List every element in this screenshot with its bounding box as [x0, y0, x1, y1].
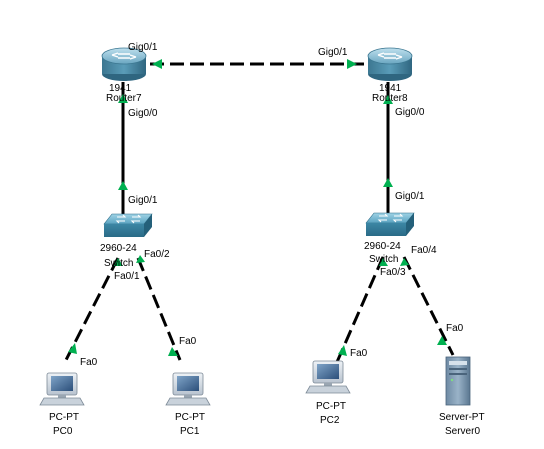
- router8-model: 1941: [379, 83, 402, 94]
- switch-left-model: 2960-24: [100, 243, 137, 254]
- pc0-model: PC-PT: [49, 412, 79, 423]
- port-label-router8-gig00: Gig0/0: [395, 107, 425, 118]
- port-label-switch-left-fa01: Fa0/1: [114, 271, 140, 282]
- port-label-pc1-fa0: Fa0: [179, 336, 197, 347]
- pc-icon: [39, 372, 85, 406]
- port-label-router7-gig01: Gig0/1: [128, 42, 158, 53]
- cable-switch-right-server0[interactable]: [402, 256, 455, 356]
- pc0[interactable]: PC-PT PC0: [39, 372, 85, 437]
- pc0-name: PC0: [53, 426, 73, 437]
- link-status-indicators: [68, 59, 447, 356]
- switch-right[interactable]: 2960-24 Switch: [364, 212, 415, 265]
- port-label-switch-left-gig01: Gig0/1: [128, 195, 158, 206]
- link-up-arrow: [118, 94, 128, 103]
- link-up-arrow: [118, 181, 128, 190]
- port-label-switch-right-gig01: Gig0/1: [395, 191, 425, 202]
- router7[interactable]: 1941 Router7: [101, 47, 147, 104]
- link-up-arrow: [400, 258, 409, 266]
- switch-right-model: 2960-24: [364, 241, 401, 252]
- switch-icon: [365, 212, 415, 236]
- router8-name: Router8: [372, 93, 408, 104]
- pc-icon: [165, 372, 211, 406]
- server0[interactable]: Server-PT Server0: [439, 356, 485, 437]
- port-label-router8-gig01: Gig0/1: [318, 47, 348, 58]
- port-label-switch-right-fa04: Fa0/4: [411, 245, 437, 256]
- router-icon: [367, 47, 413, 81]
- pc1-model: PC-PT: [175, 412, 205, 423]
- pc2-name: PC2: [320, 415, 340, 426]
- port-label-router7-gig00: Gig0/0: [128, 108, 158, 119]
- pc2[interactable]: PC-PT PC2: [305, 360, 351, 426]
- server-icon: [445, 356, 471, 406]
- link-up-arrow: [379, 258, 388, 266]
- port-label-pc0-fa0: Fa0: [80, 357, 98, 368]
- port-label-switch-right-fa03: Fa0/3: [380, 267, 406, 278]
- link-up-arrow: [168, 347, 178, 356]
- link-up-arrow: [136, 255, 145, 263]
- cable-switch-left-pc1[interactable]: [136, 257, 182, 361]
- link-up-arrow: [437, 336, 447, 345]
- pc-icon: [305, 360, 351, 394]
- link-up-arrow: [114, 258, 123, 266]
- router-icon: [101, 47, 147, 81]
- switch-right-name: Switch: [369, 254, 398, 265]
- pc2-model: PC-PT: [316, 401, 346, 412]
- pc1-name: PC1: [180, 426, 200, 437]
- switch-left-name: Switch: [104, 258, 133, 269]
- link-up-arrow: [68, 343, 77, 354]
- link-up-arrow: [347, 59, 357, 69]
- port-labels: Gig0/1 Gig0/1 Gig0/0 Gig0/0 Gig0/1 Gig0/…: [80, 42, 464, 368]
- router7-model: 1941: [109, 83, 132, 94]
- link-up-arrow: [152, 59, 162, 69]
- link-up-arrow: [338, 345, 347, 356]
- router7-name: Router7: [106, 93, 142, 104]
- router8[interactable]: 1941 Router8: [367, 47, 413, 104]
- server0-model: Server-PT: [439, 412, 485, 423]
- port-label-server0-fa0: Fa0: [446, 323, 464, 334]
- server0-name: Server0: [445, 426, 480, 437]
- port-label-switch-left-fa02: Fa0/2: [144, 249, 170, 260]
- link-up-arrow: [383, 95, 393, 104]
- link-up-arrow: [383, 178, 393, 187]
- switch-left[interactable]: 2960-24 Switch: [100, 213, 153, 269]
- switch-icon: [103, 213, 153, 237]
- port-label-pc2-fa0: Fa0: [350, 348, 368, 359]
- pc1[interactable]: PC-PT PC1: [165, 372, 211, 437]
